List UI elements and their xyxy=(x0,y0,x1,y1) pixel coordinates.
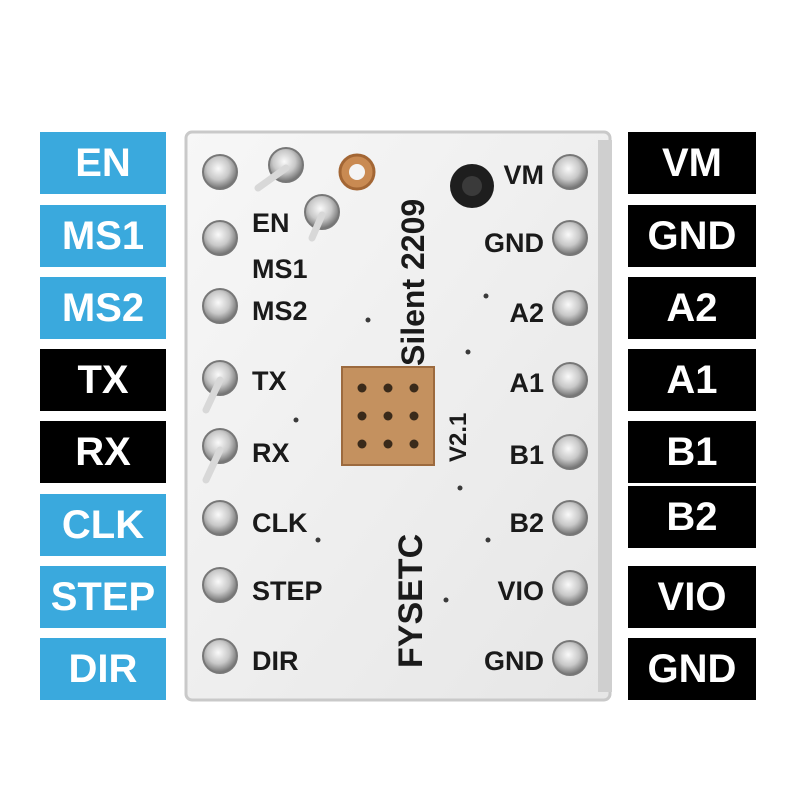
right-pin-pad-8 xyxy=(552,640,588,676)
right-pin-pad-4 xyxy=(552,362,588,398)
right-pin-pad-1 xyxy=(552,154,588,190)
right-pin-tag-vm: VM xyxy=(628,132,756,194)
left-pin-tag-dir: DIR xyxy=(40,638,166,700)
silk-rx: RX xyxy=(252,438,290,468)
silk-ms1: MS1 xyxy=(252,254,308,284)
silk-step: STEP xyxy=(252,576,323,606)
silk-b2: B2 xyxy=(509,508,544,538)
potentiometer-center xyxy=(462,176,482,196)
via-4 xyxy=(357,411,367,421)
right-pin-pad-7 xyxy=(552,570,588,606)
silk-clk: CLK xyxy=(252,508,308,538)
bent-wire-2 xyxy=(308,211,326,242)
via-9 xyxy=(409,439,419,449)
silk-version: V2.1 xyxy=(445,413,472,462)
dot-8 xyxy=(315,537,321,543)
silk-dir: DIR xyxy=(252,646,299,676)
right-pin-pad-6 xyxy=(552,500,588,536)
dot-4 xyxy=(457,485,463,491)
via-5 xyxy=(383,411,393,421)
dot-5 xyxy=(485,537,491,543)
right-pin-tag-a2: A2 xyxy=(628,277,756,339)
silk-vm: VM xyxy=(504,160,545,190)
right-pin-pad-5 xyxy=(552,434,588,470)
bent-wire-3 xyxy=(202,376,224,414)
via-7 xyxy=(357,439,367,449)
bent-wire-4 xyxy=(202,446,224,484)
dot-3 xyxy=(483,293,489,299)
silk-a2: A2 xyxy=(509,298,544,328)
right-silkscreen: VM GND A2 A1 B1 B2 VIO GND xyxy=(484,160,544,676)
left-pin-pad-7 xyxy=(202,567,238,603)
left-pin-tag-ms2: MS2 xyxy=(40,277,166,339)
right-pin-tag-gnd: GND xyxy=(628,205,756,267)
thermal-vias xyxy=(357,383,419,449)
via-6 xyxy=(409,411,419,421)
mounting-hole-inner xyxy=(349,164,365,180)
silk-ms2: MS2 xyxy=(252,296,308,326)
bent-pin-wires xyxy=(202,164,326,484)
left-pin-tag-en: EN xyxy=(40,132,166,194)
left-pin-pad-1 xyxy=(202,154,238,190)
dot-6 xyxy=(443,597,449,603)
board-dots xyxy=(293,293,491,603)
right-pin-tag-b2: B2 xyxy=(628,486,756,548)
silk-b1: B1 xyxy=(509,440,544,470)
silk-gnd-2: GND xyxy=(484,646,544,676)
left-silkscreen: EN MS1 MS2 TX RX CLK STEP DIR xyxy=(252,208,323,676)
dot-7 xyxy=(293,417,299,423)
silk-gnd: GND xyxy=(484,228,544,258)
right-pin-row xyxy=(552,154,588,676)
left-pin-row xyxy=(202,154,238,674)
left-pin-pad-6 xyxy=(202,500,238,536)
right-pin-tag-vio: VIO xyxy=(628,566,756,628)
via-2 xyxy=(383,383,393,393)
left-pin-tag-clk: CLK xyxy=(40,494,166,556)
left-pin-tag-step: STEP xyxy=(40,566,166,628)
bent-wire-1 xyxy=(254,164,290,192)
right-pin-tag-gnd-2: GND xyxy=(628,638,756,700)
left-pin-tag-ms1: MS1 xyxy=(40,205,166,267)
left-pin-tag-rx: RX xyxy=(40,421,166,483)
silk-model: Silent 2209 xyxy=(395,199,431,366)
silk-tx: TX xyxy=(252,366,287,396)
via-3 xyxy=(409,383,419,393)
left-pin-pad-2 xyxy=(202,220,238,256)
pcb-edge xyxy=(598,140,612,692)
right-pin-tag-b1: B1 xyxy=(628,421,756,483)
silk-vio: VIO xyxy=(497,576,544,606)
dot-1 xyxy=(365,317,371,323)
dot-2 xyxy=(465,349,471,355)
right-pin-tag-a1: A1 xyxy=(628,349,756,411)
silk-brand: FYSETC xyxy=(392,534,430,668)
silk-a1: A1 xyxy=(509,368,544,398)
right-pin-pad-2 xyxy=(552,220,588,256)
via-1 xyxy=(357,383,367,393)
left-pin-pad-8 xyxy=(202,638,238,674)
right-pin-pad-3 xyxy=(552,290,588,326)
left-pin-pad-3 xyxy=(202,288,238,324)
via-8 xyxy=(383,439,393,449)
left-pin-pad-5 xyxy=(202,428,238,464)
left-pin-tag-tx: TX xyxy=(40,349,166,411)
silk-en: EN xyxy=(252,208,290,238)
